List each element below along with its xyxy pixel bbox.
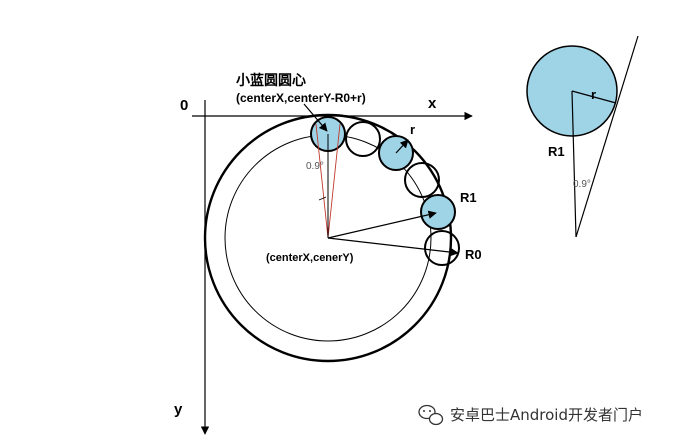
small-circle-5-blue [420, 194, 456, 230]
main-labels: 小蓝圆圆心 (centerX,centerY-R0+r) 0.9° r R1 R… [236, 72, 482, 264]
small-circle-4 [404, 162, 440, 198]
wechat-chat-bubbles-icon [418, 404, 444, 426]
small-circle-2 [345, 121, 381, 157]
red-guide-line-right [327, 123, 341, 239]
title-line-1: 小蓝圆圆心 [236, 72, 306, 88]
watermark-text: 安卓巴士Android开发者门户 [450, 406, 643, 424]
title-pointer-arrow [303, 103, 328, 132]
R0-label-main: R0 [465, 247, 482, 262]
outer-circle-R0 [203, 113, 453, 363]
angle-tick-main [318, 196, 327, 201]
side-detail-diagram: r R1 0.9° [526, 35, 639, 238]
R0-arrow-main [327, 237, 459, 257]
red-guide-line-left [315, 123, 329, 239]
center-label: (centerX,cenerY) [266, 252, 354, 264]
side-angle-label: 0.9° [573, 179, 591, 190]
angle-label-main: 0.9° [306, 161, 324, 172]
origin-label: 0 [180, 97, 188, 114]
side-r-label: r [591, 87, 596, 102]
side-vertical-line [571, 90, 577, 238]
construction-lines [303, 103, 459, 257]
x-axis-label: x [428, 95, 437, 112]
small-circle-6 [424, 230, 460, 266]
R1-arrow-main [327, 210, 437, 239]
side-tangent-line [575, 35, 639, 238]
R1-label-main: R1 [460, 190, 477, 205]
side-R1-label: R1 [548, 144, 565, 159]
r-label-main: r [410, 122, 415, 137]
title-line-2: (centerX,centerY-R0+r) [236, 91, 366, 105]
y-axis-label: y [174, 401, 183, 418]
side-radius-line [571, 90, 617, 104]
r-arrow-main [395, 139, 409, 154]
watermark: 安卓巴士Android开发者门户 [418, 404, 643, 426]
